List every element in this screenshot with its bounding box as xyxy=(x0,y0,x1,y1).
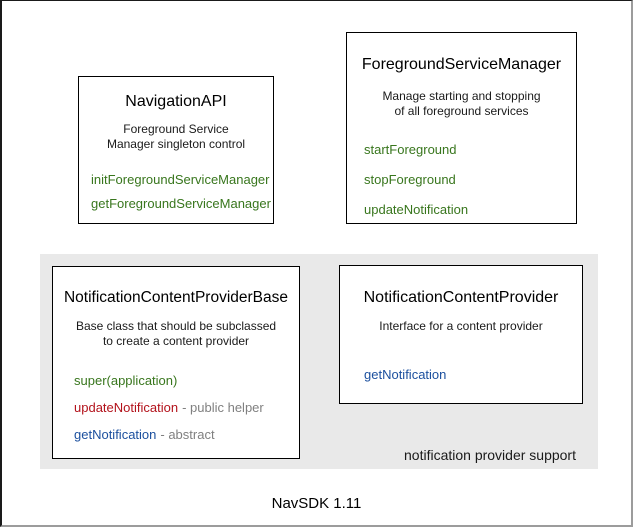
method-annotation: - public helper xyxy=(182,400,264,415)
method-initForegroundServiceManager: initForegroundServiceManager xyxy=(91,172,270,187)
notification-content-provider-base-methods: super(application) updateNotification- p… xyxy=(53,373,299,442)
notification-content-provider-base-description: Base class that should be subclassed to … xyxy=(53,319,299,349)
notification-content-provider-base-box: NotificationContentProviderBase Base cla… xyxy=(52,266,300,459)
description-line: to create a content provider xyxy=(102,334,250,348)
notification-content-provider-title: NotificationContentProvider xyxy=(363,289,559,306)
navigation-api-methods: initForegroundServiceManager getForegrou… xyxy=(79,172,273,211)
foreground-service-manager-box: ForegroundServiceManager Manage starting… xyxy=(346,32,577,224)
navigation-api-title: NavigationAPI xyxy=(125,93,227,110)
notification-content-provider-methods: getNotification xyxy=(340,367,582,382)
method-updateNotification: updateNotification xyxy=(364,202,469,217)
method-label: getNotification xyxy=(74,427,157,442)
panel-label: notification provider support xyxy=(404,447,576,463)
navigation-api-description: Foreground Service Manager singleton con… xyxy=(79,122,273,152)
foreground-service-manager-methods: startForeground stopForeground updateNot… xyxy=(347,142,576,217)
method-annotation: - abstract xyxy=(160,427,215,442)
navigation-api-box: NavigationAPI Foreground Service Manager… xyxy=(78,76,274,224)
method-updateNotification: updateNotification- public helper xyxy=(74,400,299,415)
foreground-service-manager-description: Manage starting and stopping of all fore… xyxy=(347,89,576,119)
method-getNotification: getNotification- abstract xyxy=(74,427,299,442)
method-label: super(application) xyxy=(74,373,178,388)
description-line: Manage starting and stopping xyxy=(382,89,541,103)
method-label: updateNotification xyxy=(74,400,179,415)
foreground-service-manager-title: ForegroundServiceManager xyxy=(361,56,562,73)
method-getNotification: getNotification xyxy=(364,367,447,382)
notification-content-provider-base-title: NotificationContentProviderBase xyxy=(63,289,288,306)
method-startForeground: startForeground xyxy=(364,142,457,157)
description-line: Base class that should be subclassed xyxy=(75,319,277,333)
description-line: Interface for a content provider xyxy=(379,319,543,333)
method-stopForeground: stopForeground xyxy=(364,172,456,187)
description-line: Manager singleton control xyxy=(106,137,246,151)
description-line: of all foreground services xyxy=(394,104,529,118)
description-line: Foreground Service xyxy=(123,122,229,136)
notification-content-provider-description: Interface for a content provider xyxy=(340,319,582,334)
diagram-caption: NavSDK 1.11 xyxy=(271,495,362,512)
method-super-application: super(application) xyxy=(74,373,299,388)
notification-content-provider-box: NotificationContentProvider Interface fo… xyxy=(339,265,583,404)
method-getForegroundServiceManager: getForegroundServiceManager xyxy=(91,196,271,211)
notification-provider-panel: NotificationContentProviderBase Base cla… xyxy=(40,254,598,469)
